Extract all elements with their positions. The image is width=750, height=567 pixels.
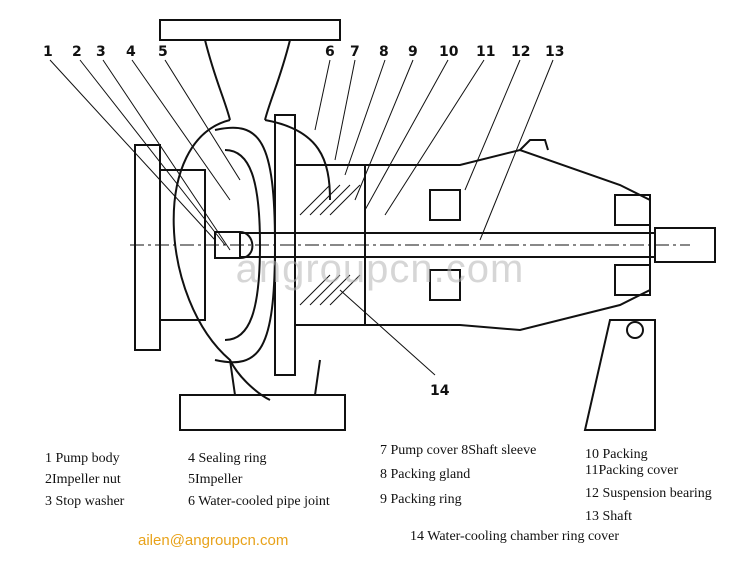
callout-8: 8 xyxy=(379,44,389,60)
legend-item: 12 Suspension bearing xyxy=(585,486,712,501)
legend-item: 7 Pump cover 8Shaft sleeve xyxy=(380,443,537,458)
callout-10: 10 xyxy=(439,44,459,60)
legend-item: 3 Stop washer xyxy=(45,494,125,509)
callout-2: 2 xyxy=(72,44,82,60)
pump-cross-section-diagram xyxy=(49,19,716,431)
legend-item: 6 Water-cooled pipe joint xyxy=(188,494,330,509)
legend-item: 4 Sealing ring xyxy=(188,451,267,466)
legend-item: 11Packing cover xyxy=(585,463,679,478)
callout-9: 9 xyxy=(408,44,418,60)
legend-item: 1 Pump body xyxy=(45,451,120,466)
callout-3: 3 xyxy=(96,44,106,60)
legend-item: 10 Packing xyxy=(585,447,648,462)
callout-7: 7 xyxy=(350,44,360,60)
callout-12: 12 xyxy=(511,44,531,60)
legend-item: 8 Packing gland xyxy=(380,467,471,482)
callout-4: 4 xyxy=(126,44,136,60)
legend-item: 13 Shaft xyxy=(585,509,633,524)
watermark: angroupcn.com xyxy=(235,247,525,291)
legend-item: 14 Water-cooling chamber ring cover xyxy=(410,529,620,544)
callout-13: 13 xyxy=(545,44,565,60)
legend-item: 5Impeller xyxy=(188,472,243,487)
callout-14: 14 xyxy=(430,383,450,399)
contact-email[interactable]: ailen@angroupcn.com xyxy=(138,532,289,549)
legend-item: 2Impeller nut xyxy=(45,472,121,487)
callout-1: 1 xyxy=(43,44,53,60)
callout-11: 11 xyxy=(476,44,496,60)
callout-6: 6 xyxy=(325,44,335,60)
legend-item: 9 Packing ring xyxy=(380,492,462,507)
callout-5: 5 xyxy=(158,44,168,60)
